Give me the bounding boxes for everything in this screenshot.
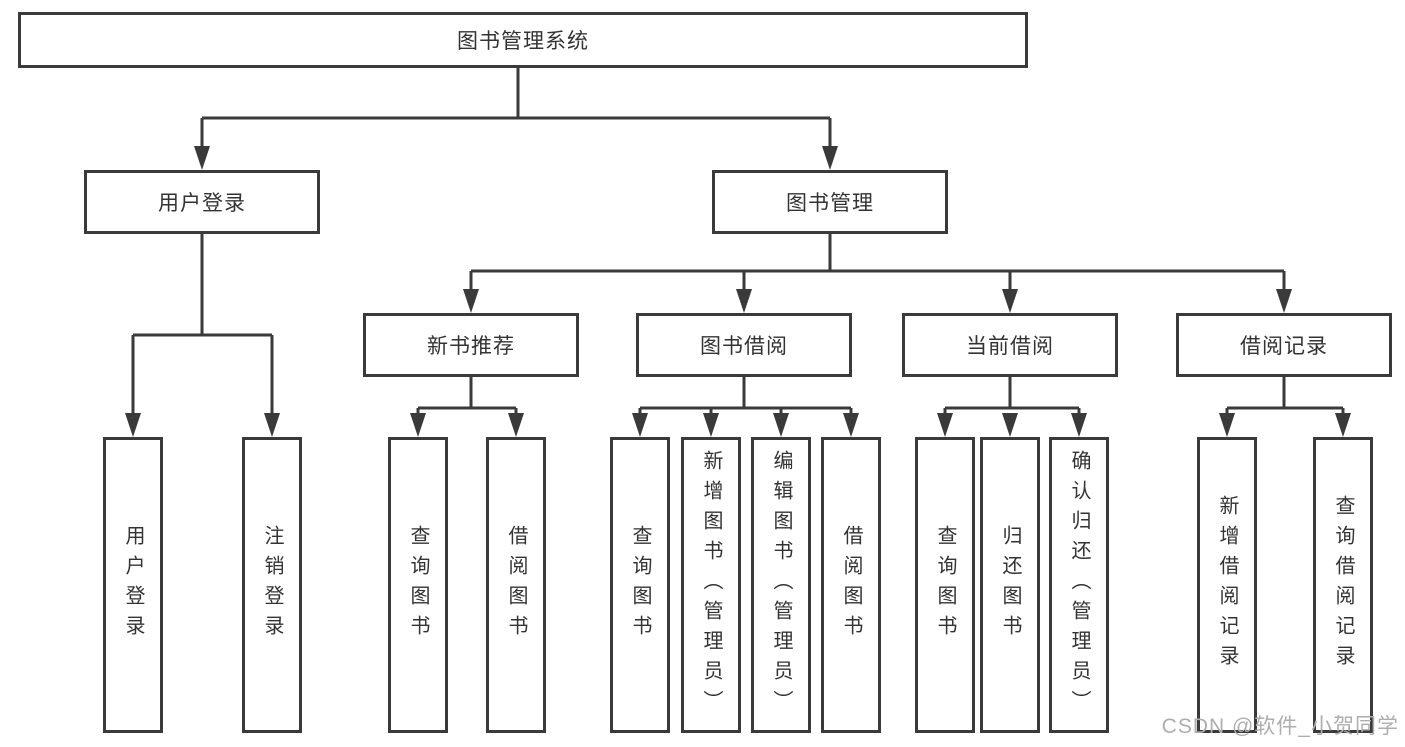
node-label: 查询图书	[407, 525, 429, 645]
leaf-query-borrow-record: 查询借阅记录	[1313, 437, 1373, 733]
node-label: 图书管理	[786, 192, 874, 215]
elbow-connectors	[131, 68, 1345, 415]
leaf-logout: 注销登录	[242, 437, 302, 733]
node-book-management: 图书管理	[712, 170, 948, 234]
node-label: 归还图书	[999, 525, 1021, 645]
csdn-watermark: CSDN @软件_小贺同学	[1161, 715, 1399, 738]
node-label: 用户登录	[158, 192, 246, 215]
node-label: 图书借阅	[700, 335, 788, 358]
leaf-edit-books-admin: 编辑图书（管理员）	[751, 437, 811, 733]
arrowheads	[125, 146, 1351, 437]
node-label: 借阅记录	[1240, 335, 1328, 358]
node-label: 图书管理系统	[457, 30, 589, 53]
node-label: 用户登录	[122, 525, 144, 645]
node-label: 新增借阅记录	[1216, 495, 1238, 675]
node-label: 借阅图书	[840, 525, 862, 645]
node-label: 编辑图书（管理员）	[770, 450, 792, 720]
leaf-return-books: 归还图书	[980, 437, 1040, 733]
leaf-borrow-books: 借阅图书	[821, 437, 881, 733]
leaf-query-books-borrowing: 查询图书	[610, 437, 670, 733]
leaf-query-books-current: 查询图书	[915, 437, 975, 733]
node-label: 查询借阅记录	[1332, 495, 1354, 675]
node-label: 查询图书	[629, 525, 651, 645]
node-borrowing-records: 借阅记录	[1176, 313, 1392, 377]
node-label: 确认归还（管理员）	[1068, 450, 1090, 720]
node-label: 新书推荐	[427, 335, 515, 358]
leaf-add-borrow-record: 新增借阅记录	[1197, 437, 1257, 733]
node-label: 借阅图书	[505, 525, 527, 645]
leaf-query-books-recommend: 查询图书	[388, 437, 448, 733]
node-current-borrowing: 当前借阅	[902, 313, 1118, 377]
node-new-book-recommend: 新书推荐	[363, 313, 579, 377]
node-library-management-system: 图书管理系统	[18, 12, 1028, 68]
node-label: 新增图书（管理员）	[700, 450, 722, 720]
node-label: 当前借阅	[966, 335, 1054, 358]
leaf-user-login: 用户登录	[103, 437, 163, 733]
node-label: 查询图书	[934, 525, 956, 645]
leaf-borrow-books-recommend: 借阅图书	[486, 437, 546, 733]
node-user-login: 用户登录	[84, 170, 320, 234]
node-label: 注销登录	[261, 525, 283, 645]
leaf-confirm-return-admin: 确认归还（管理员）	[1049, 437, 1109, 733]
leaf-add-books-admin: 新增图书（管理员）	[681, 437, 741, 733]
node-book-borrowing: 图书借阅	[636, 313, 852, 377]
